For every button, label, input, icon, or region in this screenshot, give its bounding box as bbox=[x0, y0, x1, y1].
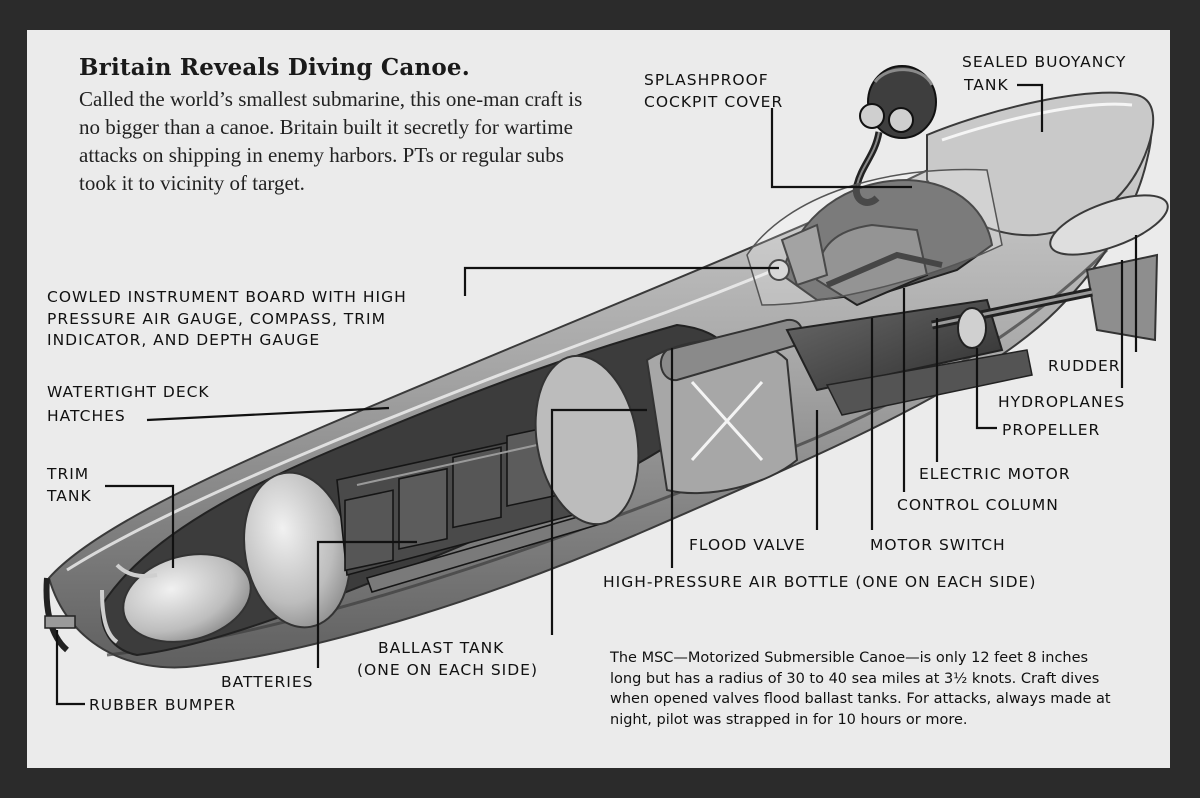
submarine-cutaway-illustration bbox=[43, 65, 1169, 706]
label-trim-line2: TANK bbox=[47, 487, 92, 505]
headline: Britain Reveals Diving Canoe. bbox=[79, 54, 470, 81]
label-rubber-bumper: RUBBER BUMPER bbox=[89, 696, 237, 714]
motor-assembly bbox=[785, 287, 1093, 416]
caption-paragraph: The MSC—Motorized Submersible Canoe—is o… bbox=[610, 650, 1111, 728]
leader-watertight bbox=[146, 406, 390, 422]
label-flood-valve: FLOOD VALVE bbox=[689, 536, 806, 554]
bow-fittings bbox=[43, 563, 158, 653]
leader-cowled bbox=[463, 266, 779, 296]
label-watertight-line1: WATERTIGHT DECK bbox=[47, 383, 210, 401]
label-splashproof-line2: COCKPIT COVER bbox=[644, 93, 784, 111]
label-sealed-line2: TANK bbox=[964, 76, 1009, 94]
leader-rubber-bumper bbox=[55, 630, 85, 706]
label-cowled-line2: PRESSURE AIR GAUGE, COMPASS, TRIM bbox=[47, 310, 386, 328]
label-watertight-line2: HATCHES bbox=[47, 407, 126, 425]
leader-splashproof bbox=[770, 108, 912, 189]
label-electric-motor: ELECTRIC MOTOR bbox=[919, 465, 1071, 483]
label-trim-line1: TRIM bbox=[47, 465, 90, 483]
leader-batteries bbox=[316, 540, 417, 668]
label-motor-switch: MOTOR SWITCH bbox=[870, 536, 1006, 554]
label-control-column: CONTROL COLUMN bbox=[897, 496, 1059, 514]
label-ballast-line2: (ONE ON EACH SIDE) bbox=[357, 661, 538, 679]
label-batteries: BATTERIES bbox=[221, 673, 314, 691]
label-cowled-line1: COWLED INSTRUMENT BOARD WITH HIGH bbox=[47, 288, 407, 306]
label-splashproof-line1: SPLASHPROOF bbox=[644, 71, 769, 89]
label-sealed-line1: SEALED BUOYANCY bbox=[962, 53, 1127, 71]
intro-paragraph: Called the world’s smallest submarine, t… bbox=[79, 87, 583, 195]
magazine-page: Britain Reveals Diving Canoe. Called the… bbox=[27, 30, 1170, 768]
label-hydroplanes: HYDROPLANES bbox=[998, 393, 1126, 411]
cockpit-cover-shape bbox=[746, 168, 1003, 306]
leader-propeller bbox=[975, 348, 997, 430]
label-propeller: PROPELLER bbox=[1002, 421, 1101, 439]
label-rudder: RUDDER bbox=[1048, 357, 1121, 375]
leader-lines bbox=[55, 83, 1138, 706]
after-bulkhead bbox=[534, 354, 640, 526]
label-cowled-line3: INDICATOR, AND DEPTH GAUGE bbox=[47, 331, 321, 349]
leader-trim bbox=[105, 484, 175, 568]
leader-ballast bbox=[550, 408, 647, 635]
leader-sealed bbox=[1017, 83, 1044, 132]
label-air-bottle: HIGH-PRESSURE AIR BOTTLE (ONE ON EACH SI… bbox=[603, 573, 1037, 591]
label-ballast-line1: BALLAST TANK bbox=[378, 639, 505, 657]
battery-cells bbox=[336, 424, 609, 593]
